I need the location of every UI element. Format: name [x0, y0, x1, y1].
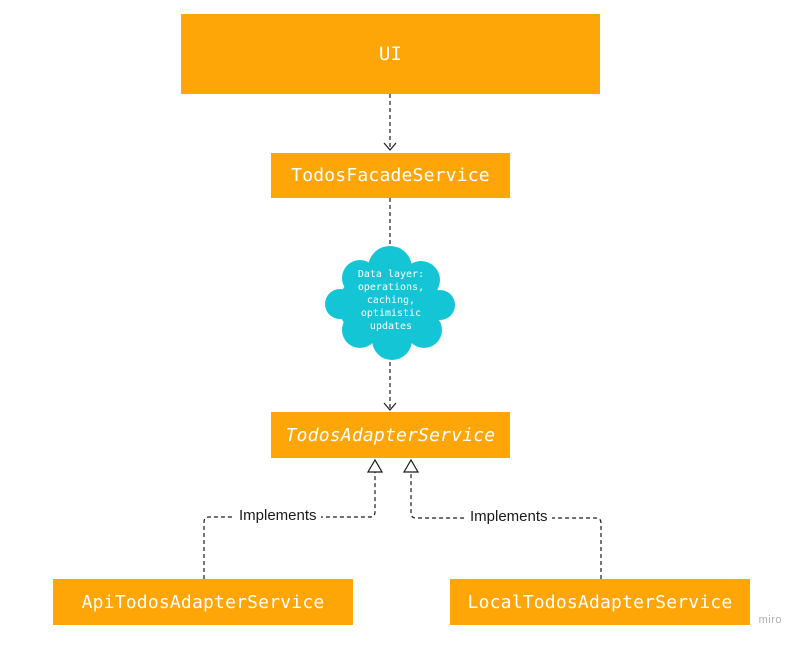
miro-watermark: miro: [758, 614, 782, 626]
cloud-line: operations,: [357, 282, 425, 293]
implements-label-left: Implements: [235, 507, 321, 524]
todos-facade-service-box[interactable]: TodosFacadeService: [271, 153, 510, 198]
implements-edge-local: [410, 472, 602, 579]
implements-edge-api: [203, 472, 376, 579]
cloud-line: optimistic: [360, 308, 422, 319]
todos-facade-service-label: TodosFacadeService: [291, 165, 490, 186]
todos-adapter-service-label: TodosAdapterService: [285, 424, 496, 446]
ui-box-label: UI: [378, 43, 403, 65]
arrowhead-open: [383, 402, 397, 411]
local-todos-adapter-service-box[interactable]: LocalTodosAdapterService: [450, 579, 750, 625]
arrowhead-open: [383, 142, 397, 151]
cloud-line: updates: [369, 321, 413, 332]
cloud-line: caching,: [366, 295, 416, 306]
realization-arrowhead-left: [366, 458, 384, 473]
cloud-line: Data layer:: [357, 269, 425, 280]
data-layer-cloud-shape: [325, 246, 455, 360]
api-todos-adapter-service-box[interactable]: ApiTodosAdapterService: [53, 579, 353, 625]
api-todos-adapter-service-label: ApiTodosAdapterService: [81, 591, 325, 613]
realization-arrowhead-right: [402, 458, 420, 473]
local-todos-adapter-service-label: LocalTodosAdapterService: [467, 591, 733, 613]
ui-box[interactable]: UI: [181, 14, 600, 94]
todos-adapter-service-box[interactable]: TodosAdapterService: [271, 412, 510, 458]
data-layer-cloud[interactable]: Data layer: operations, caching, optimis…: [335, 268, 447, 333]
implements-label-right: Implements: [466, 508, 552, 525]
